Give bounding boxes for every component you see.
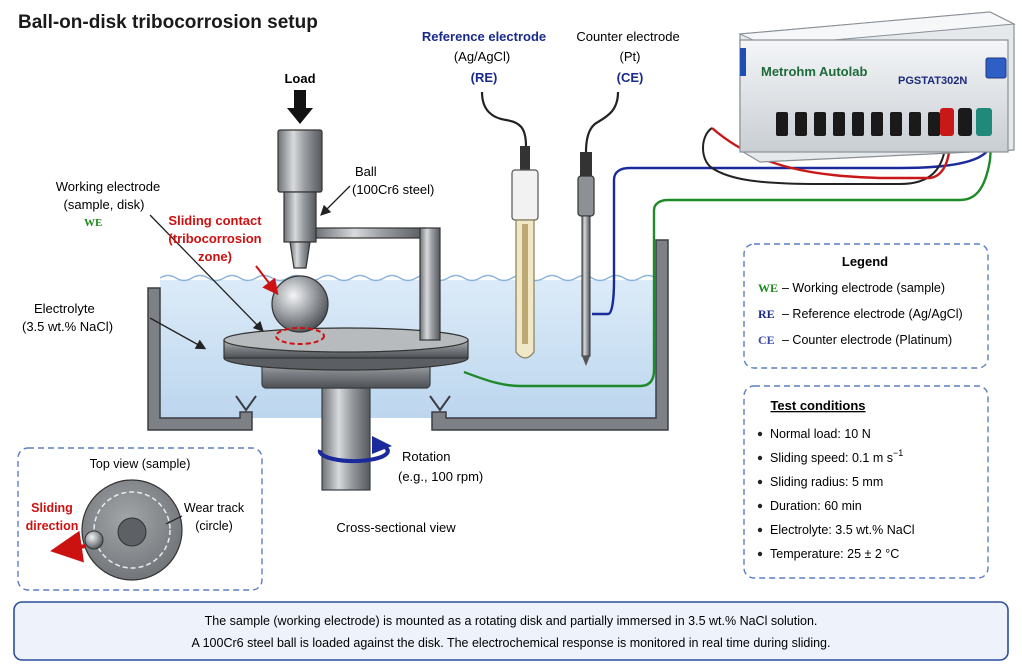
condition-load: Normal load: 10 N xyxy=(770,427,871,441)
black-wire xyxy=(702,127,947,185)
page-title: Ball-on-disk tribocorrosion setup xyxy=(18,12,318,33)
clamp-right xyxy=(429,395,451,412)
tank-wall-right xyxy=(431,239,669,431)
instrument-brand: Metrohm Autolab xyxy=(761,64,867,79)
load-arrow-icon xyxy=(287,90,313,124)
steel-ball xyxy=(271,275,329,333)
legend-ce-abbr: CE xyxy=(758,333,775,347)
we-abbr: WE xyxy=(84,217,102,229)
top-view-title: Top view (sample) xyxy=(90,457,191,471)
bullet xyxy=(757,479,763,485)
sample-disk xyxy=(223,327,469,371)
ball-holder xyxy=(277,129,323,269)
working-electrode-label: Working electrode xyxy=(56,179,161,194)
test-conditions-list: Normal load: 10 N Sliding speed: 0.1 m s… xyxy=(757,427,915,561)
water-surface xyxy=(159,274,657,282)
bullet xyxy=(757,503,763,509)
test-conditions-title: Test conditions xyxy=(770,398,865,413)
sliding-direction-arrow-icon xyxy=(50,530,87,563)
reference-electrode-sub: (Ag/AgCl) xyxy=(454,49,510,64)
top-view-ball xyxy=(84,530,104,550)
electrolyte-pointer xyxy=(149,317,207,350)
legend-title: Legend xyxy=(842,254,888,269)
test-conditions-panel xyxy=(743,385,989,579)
reference-electrode-label: Reference electrode xyxy=(422,29,546,44)
counter-electrode-label: Counter electrode xyxy=(576,29,679,44)
sliding-direction-label-1: Sliding xyxy=(31,501,73,515)
sliding-contact-label-3: zone) xyxy=(198,249,232,264)
reference-electrode xyxy=(480,91,539,359)
condition-radius: Sliding radius: 5 mm xyxy=(770,475,883,489)
legend-panel xyxy=(743,243,989,369)
bullet xyxy=(757,551,763,557)
sliding-contact-label-2: (tribocorrosion xyxy=(168,231,261,246)
legend-we-text: – Working electrode (sample) xyxy=(782,281,945,295)
bullet xyxy=(757,527,763,533)
rotation-shaft xyxy=(321,387,371,491)
top-view-disk xyxy=(81,479,183,581)
legend-we-abbr: WE xyxy=(758,281,778,295)
condition-speed: Sliding speed: 0.1 m s−1 xyxy=(770,448,903,465)
condition-temperature: Temperature: 25 ± 2 °C xyxy=(770,547,899,561)
counter-electrode xyxy=(577,91,620,366)
bullet xyxy=(757,431,763,437)
sliding-contact-label-1: Sliding contact xyxy=(168,213,262,228)
condition-duration: Duration: 60 min xyxy=(770,499,862,513)
instrument-model: PGSTAT302N xyxy=(898,75,967,87)
load-label: Load xyxy=(284,71,315,86)
condition-electrolyte: Electrolyte: 3.5 wt.% NaCl xyxy=(770,523,915,537)
ball-label: Ball xyxy=(355,164,377,179)
rotation-arrow-icon xyxy=(317,436,392,464)
counter-electrode-sub: (Pt) xyxy=(620,49,641,64)
legend-ce-text: – Counter electrode (Platinum) xyxy=(782,333,952,347)
we-pointer xyxy=(149,214,264,332)
legend-re-abbr: RE xyxy=(758,307,775,321)
caption-box xyxy=(13,601,1009,661)
caption-line-1: The sample (working electrode) is mounte… xyxy=(205,614,818,628)
wear-track-pointer xyxy=(165,515,183,525)
wear-track xyxy=(93,491,171,569)
electrolyte-sub: (3.5 wt.% NaCl) xyxy=(22,319,113,334)
potentiostat xyxy=(738,11,1016,163)
working-electrode-sub: (sample, disk) xyxy=(64,197,145,212)
legend-re-text: – Reference electrode (Ag/AgCl) xyxy=(782,307,963,321)
caption-line-2: A 100Cr6 steel ball is loaded against th… xyxy=(191,636,830,650)
bullet xyxy=(757,455,763,461)
we-wire xyxy=(463,131,994,388)
ball-pointer xyxy=(320,185,351,216)
sliding-direction-label-2: direction xyxy=(26,519,79,533)
contact-zone-marker xyxy=(275,327,325,345)
electrolyte-label: Electrolyte xyxy=(34,301,95,316)
reference-electrode-abbr: (RE) xyxy=(471,70,498,85)
counter-electrode-abbr: (CE) xyxy=(617,70,644,85)
rotation-label: Rotation xyxy=(402,449,450,464)
wear-track-label-2: (circle) xyxy=(195,519,233,533)
clamp-left xyxy=(235,395,257,412)
cross-section-label: Cross-sectional view xyxy=(336,520,456,535)
tank-wall-left xyxy=(147,287,253,431)
wear-track-label-1: Wear track xyxy=(184,501,245,515)
ball-sub: (100Cr6 steel) xyxy=(352,182,434,197)
ce-wire xyxy=(592,132,990,316)
rotation-sub: (e.g., 100 rpm) xyxy=(398,469,483,484)
sliding-contact-pointer xyxy=(255,265,279,296)
